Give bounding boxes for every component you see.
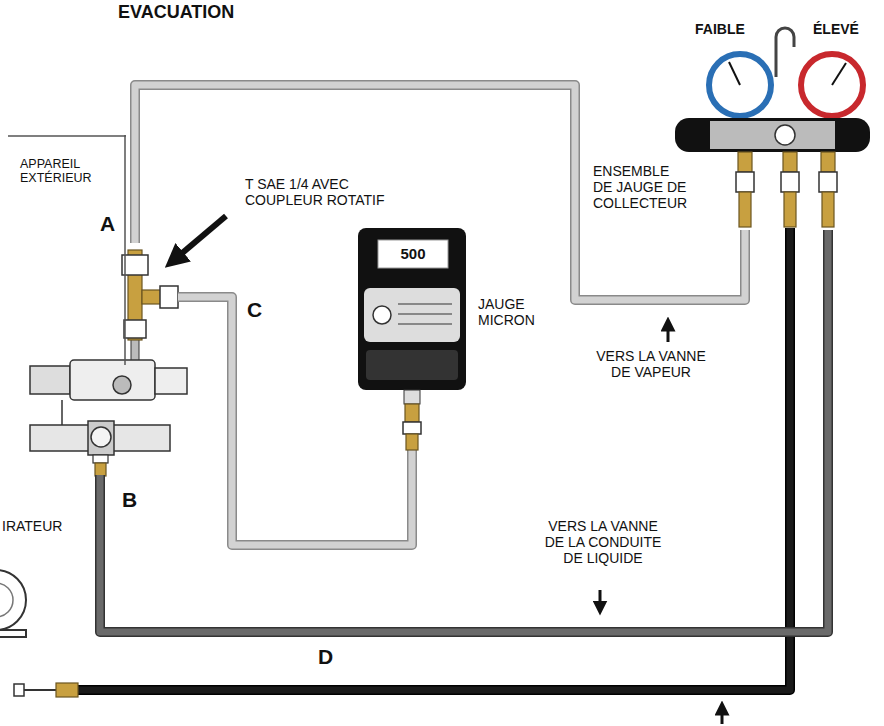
unit-label: APPAREIL EXTÉRIEUR — [20, 157, 112, 186]
direction-arrow — [721, 708, 724, 724]
outdoor-unit: APPAREIL EXTÉRIEUR — [8, 135, 178, 475]
manifold-gauge-set: FAIBLEÉLEVÉENSEMBLE DE JAUGE DE COLLECTE… — [660, 15, 875, 230]
low-side-label: FAIBLE — [695, 21, 745, 37]
t-fitting — [122, 250, 178, 340]
callout-letter: C — [247, 298, 262, 322]
manifold-gauge-set-shape — [660, 15, 875, 230]
direction-note: VERS LA VANNE DE VAPEUR — [592, 348, 710, 380]
pump-label: IRATEUR — [2, 518, 62, 534]
callout-letter: D — [318, 645, 333, 669]
direction-arrow — [599, 590, 602, 608]
vapor-hose — [135, 85, 745, 300]
service-valves — [30, 338, 187, 476]
high-side-label: ÉLEVÉ — [813, 21, 859, 37]
manifold-label: ENSEMBLE DE JAUGE DE COLLECTEUR — [593, 163, 691, 211]
vacuum-pump — [0, 570, 26, 637]
callout-letter: A — [100, 212, 115, 236]
gauge-reading: 500 — [378, 240, 448, 268]
gauge-label: JAUGE MICRON — [478, 296, 550, 328]
leader-arrow — [174, 216, 226, 260]
direction-arrow — [667, 324, 670, 342]
outdoor-unit-shape — [8, 135, 178, 475]
micron-gauge: 500JAUGE MICRON — [358, 228, 468, 450]
diagram-title: EVACUATION — [118, 2, 234, 23]
direction-note: VERS LA VANNE DE LA CONDUITE DE LIQUIDE — [541, 518, 665, 566]
callout-letter: B — [122, 488, 137, 512]
fitting-callout: T SAE 1/4 AVEC COUPLEUR ROTATIF — [245, 176, 405, 208]
hose-outline — [135, 85, 745, 300]
